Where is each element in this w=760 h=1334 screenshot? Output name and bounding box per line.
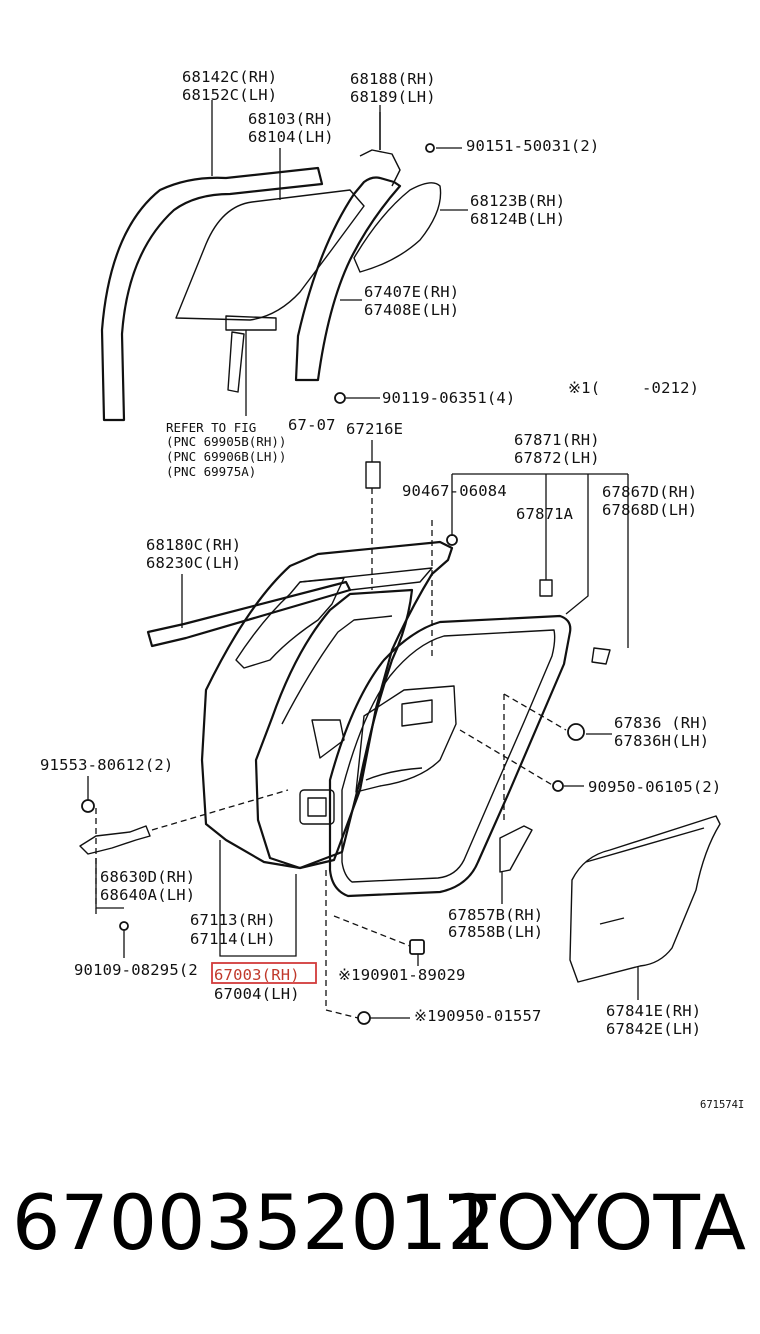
label-67407e: 67407E(RH) [364,283,459,301]
label-note1-end: -0212) [642,379,699,397]
label-67857b: 67857B(RH) [448,906,543,924]
label-67003[interactable]: 67003(RH) [214,966,300,984]
door-frame-inner-part [254,588,414,870]
clip-67216e [365,461,381,489]
clip-67871a [539,579,553,597]
label-90119: 90119-06351(4) [382,389,515,407]
screw-90467 [446,534,458,546]
label-68180c: 68180C(RH) [146,536,241,554]
label-67868d: 67868D(LH) [602,501,697,519]
part-number-text: 6700352012 [12,1178,496,1267]
clip-190950 [357,1011,371,1025]
label-90151: 90151-50031(2) [466,137,599,155]
label-190901: ※190901-89029 [338,966,466,984]
label-refer-fig-number: 67-07 [288,416,336,434]
label-67836: 67836 (RH) [614,714,709,732]
label-68124b: 68124B(LH) [470,210,565,228]
label-68188: 68188(RH) [350,70,436,88]
door-weatherstrip-part [328,614,572,898]
label-90467: 90467-06084 [402,482,507,500]
clip-67867d [591,647,611,665]
label-67408e: 67408E(LH) [364,301,459,319]
label-67113: 67113(RH) [190,911,276,929]
label-68123b: 68123B(RH) [470,192,565,210]
belt-moulding-part [146,580,352,648]
label-67858b: 67858B(LH) [448,923,543,941]
leader-lines [87,100,639,1019]
clip-190901 [409,939,425,955]
label-68104: 68104(LH) [248,128,334,146]
label-67216e: 67216E [346,420,403,438]
door-inner-bracket-part [355,685,457,793]
label-67004: 67004(LH) [214,985,300,1003]
label-pnc-69906b: (PNC 69906B(LH)) [166,449,286,464]
label-90109: 90109-08295(2 [74,961,198,979]
label-68142c: 68142C(RH) [182,68,277,86]
quarter-glass-part [353,182,442,273]
brand-text: TOYOTA [449,1178,746,1267]
screw-90119 [334,392,346,404]
door-glass-run-part [100,166,324,422]
label-67114: 67114(LH) [190,930,276,948]
check-arm-part [79,799,151,931]
inside-handle-part [499,825,533,873]
label-90950: 90950-06105(2) [588,778,721,796]
door-glass-part [175,189,365,393]
hole-plug-90950 [552,780,564,792]
label-68103: 68103(RH) [248,110,334,128]
label-refer-to-fig: REFER TO FIG [166,420,256,435]
label-pnc-69975a: (PNC 69975A) [166,464,256,479]
label-67867d: 67867D(RH) [602,483,697,501]
rear-door-panel-part [200,540,454,870]
label-67842e: 67842E(LH) [606,1020,701,1038]
highlight-box-67003 [211,962,317,984]
label-68630d: 68630D(RH) [100,868,195,886]
figure-code: 671574I [700,1099,744,1111]
label-68152c: 68152C(LH) [182,86,277,104]
label-67871a: 67871A [516,505,574,523]
label-67871: 67871(RH) [514,431,600,449]
label-67841e: 67841E(RH) [606,1002,701,1020]
label-68230c: 68230C(LH) [146,554,241,572]
label-68189: 68189(LH) [350,88,436,106]
label-67836h: 67836H(LH) [614,732,709,750]
label-190950: ※190950-01557 [414,1007,542,1025]
callout-labels: 68142C(RH) 68152C(LH) 68188(RH) 68189(LH… [40,68,744,1111]
label-pnc-69905b: (PNC 69905B(RH)) [166,434,286,449]
label-91553: 91553-80612(2) [40,756,173,774]
label-67872: 67872(LH) [514,449,600,467]
label-note1: ※1( [568,379,600,397]
door-trim-board-part [569,815,721,983]
label-68640a: 68640A(LH) [100,886,195,904]
hole-plug-67836 [567,723,585,741]
